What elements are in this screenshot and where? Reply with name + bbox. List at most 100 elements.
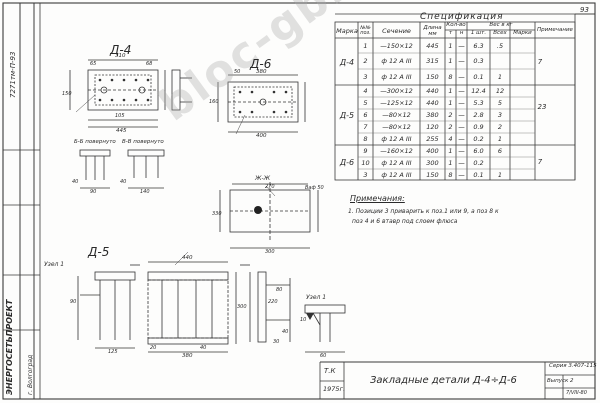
spec-row-pos: 1 bbox=[363, 42, 368, 50]
spec-total-d5: 23 bbox=[537, 103, 547, 111]
dim-d5-c: 125 bbox=[108, 349, 118, 355]
anchor-hole-marker bbox=[254, 206, 262, 214]
spec-row-length: 440 bbox=[426, 99, 439, 107]
notes-title: Примечания: bbox=[350, 194, 405, 203]
spec-row-pos: 7 bbox=[363, 123, 368, 131]
issue-number: Выпуск 2 bbox=[547, 378, 574, 384]
spec-row-weight-one: 0.1 bbox=[473, 171, 484, 179]
spec-row-weight-one: 6.0 bbox=[473, 147, 484, 155]
spec-row-qty-t: 1 bbox=[448, 42, 453, 50]
spec-row-qty-n: — bbox=[458, 171, 465, 179]
spec-row-length: 150 bbox=[426, 73, 439, 81]
spec-row-qty-n: — bbox=[458, 99, 465, 107]
spec-header-qty-t: т bbox=[448, 30, 453, 36]
spec-row-length: 380 bbox=[426, 111, 439, 119]
dim-d4-side: 150 bbox=[62, 91, 72, 97]
spec-row-pos: 8 bbox=[363, 135, 368, 143]
spec-row-pos: 6 bbox=[363, 111, 368, 119]
spec-row-length: 400 bbox=[426, 147, 439, 155]
spec-row-length: 120 bbox=[426, 123, 439, 131]
notes-line-1: 1. Позиции 3 приварить к поз.1 или 9, а … bbox=[348, 208, 499, 215]
dim-jj-c: 300 bbox=[265, 249, 275, 255]
node1-label-left: Узел 1 bbox=[44, 261, 65, 268]
spec-row-qty-n: — bbox=[458, 147, 465, 155]
spec-row-section: —80×12 bbox=[382, 111, 411, 119]
spec-row-section: ф 12 А III bbox=[381, 171, 412, 179]
spec-header-section: Сечение bbox=[382, 27, 411, 35]
notes-line-2: поз 4 и 6 втавр под слоем флюса bbox=[352, 218, 458, 225]
spec-row-qty-t: 1 bbox=[448, 57, 453, 65]
spec-row-section: —160×12 bbox=[380, 147, 413, 155]
dim-bb-b: 40 bbox=[72, 179, 79, 185]
dim-d4-a: 65 bbox=[90, 61, 97, 67]
spec-row-qty-t: 4 bbox=[448, 135, 453, 143]
dim-r3: 30 bbox=[273, 339, 280, 345]
spec-marka-d4: Д-4 bbox=[339, 58, 355, 67]
spec-row-pos: 4 bbox=[363, 87, 368, 95]
spec-row-length: 445 bbox=[426, 42, 439, 50]
spec-row-weight-one: 5.3 bbox=[473, 99, 484, 107]
spec-row-pos: 3 bbox=[363, 73, 368, 81]
spec-row-section: ф 12 А III bbox=[381, 135, 412, 143]
spec-row-section: ф 12 А III bbox=[381, 73, 412, 81]
spec-row-weight-all: 1 bbox=[497, 135, 503, 143]
dim-vv-b: 40 bbox=[120, 179, 127, 185]
spec-header-weight-all: Всех bbox=[493, 30, 507, 36]
sheet-title: Закладные детали Д-4÷Д-6 bbox=[370, 375, 517, 386]
spec-row-qty-t: 1 bbox=[448, 159, 453, 167]
spec-row-pos: 10 bbox=[361, 159, 370, 167]
section-jj-label: Ж-Ж bbox=[255, 175, 271, 182]
spec-header-length: Длина мм bbox=[423, 25, 442, 37]
spec-total-d6: 7 bbox=[537, 158, 543, 166]
section-bb-label: Б-Б повернуто bbox=[74, 139, 116, 145]
spec-row-weight-one: 6.3 bbox=[473, 42, 484, 50]
spec-header-qty: Кол-во bbox=[446, 22, 466, 28]
d6-title: Д-6 bbox=[250, 57, 272, 71]
spec-header-pos: №№ поз. bbox=[360, 25, 371, 36]
spec-row-qty-t: 1 bbox=[448, 99, 453, 107]
spec-marka-d6: Д-6 bbox=[339, 158, 355, 167]
spec-row-length: 255 bbox=[426, 135, 439, 143]
spec-row-pos: 2 bbox=[363, 57, 368, 65]
spec-header-weight: Вес в кг bbox=[489, 22, 513, 28]
spec-row-length: 440 bbox=[426, 87, 439, 95]
spec-row-weight-one: 2.8 bbox=[473, 111, 484, 119]
spec-row-weight-all: 1 bbox=[497, 171, 503, 179]
spec-row-qty-t: 8 bbox=[448, 73, 453, 81]
spec-row-weight-one: 0.2 bbox=[473, 135, 484, 143]
year-code: 1975г. bbox=[323, 385, 346, 393]
spec-row-qty-n: — bbox=[458, 111, 465, 119]
date-code: 7/VIII-80 bbox=[566, 390, 587, 396]
dim-d6-top: 380 bbox=[256, 69, 267, 75]
dim-d4-b: 68 bbox=[146, 61, 153, 67]
d5-title: Д-5 bbox=[88, 245, 110, 259]
spec-row-weight-all: 1 bbox=[497, 73, 503, 81]
spec-row-pos: 5 bbox=[363, 99, 368, 107]
spec-row-section: —80×12 bbox=[382, 123, 411, 131]
spec-row-length: 315 bbox=[426, 57, 439, 65]
spec-row-qty-t: 2 bbox=[448, 123, 453, 131]
node1-label-right: Узел 1 bbox=[306, 294, 327, 301]
spec-header-marka: Марка bbox=[336, 27, 358, 35]
spec-row-section: —300×12 bbox=[380, 87, 413, 95]
spec-row-weight-all: 12 bbox=[495, 87, 505, 95]
spec-header-note: Примечание bbox=[537, 27, 573, 33]
dim-r2: 40 bbox=[200, 345, 207, 351]
dim-d5-a: 440 bbox=[182, 255, 193, 261]
dim-d4-d: 445 bbox=[116, 128, 127, 134]
document-code-vertical: 7271тм-П-93 bbox=[9, 51, 17, 98]
spec-marka-d5: Д-5 bbox=[339, 111, 355, 120]
dim-d6-side: 160 bbox=[209, 99, 219, 105]
dim-d6-a: 50 bbox=[234, 69, 241, 75]
spec-row-weight-one: 0.1 bbox=[473, 73, 484, 81]
spec-row-weight-one: 0.2 bbox=[473, 159, 484, 167]
spec-row-weight-all: 2 bbox=[497, 123, 503, 131]
spec-title: Спецификация bbox=[420, 12, 504, 22]
spec-total-d4: 7 bbox=[537, 58, 543, 66]
spec-row-weight-one: 0.9 bbox=[473, 123, 484, 131]
tk-label: Т.К bbox=[324, 367, 336, 375]
spec-row-weight-one: 12.4 bbox=[471, 87, 486, 95]
spec-row-qty-t: 1 bbox=[448, 147, 453, 155]
